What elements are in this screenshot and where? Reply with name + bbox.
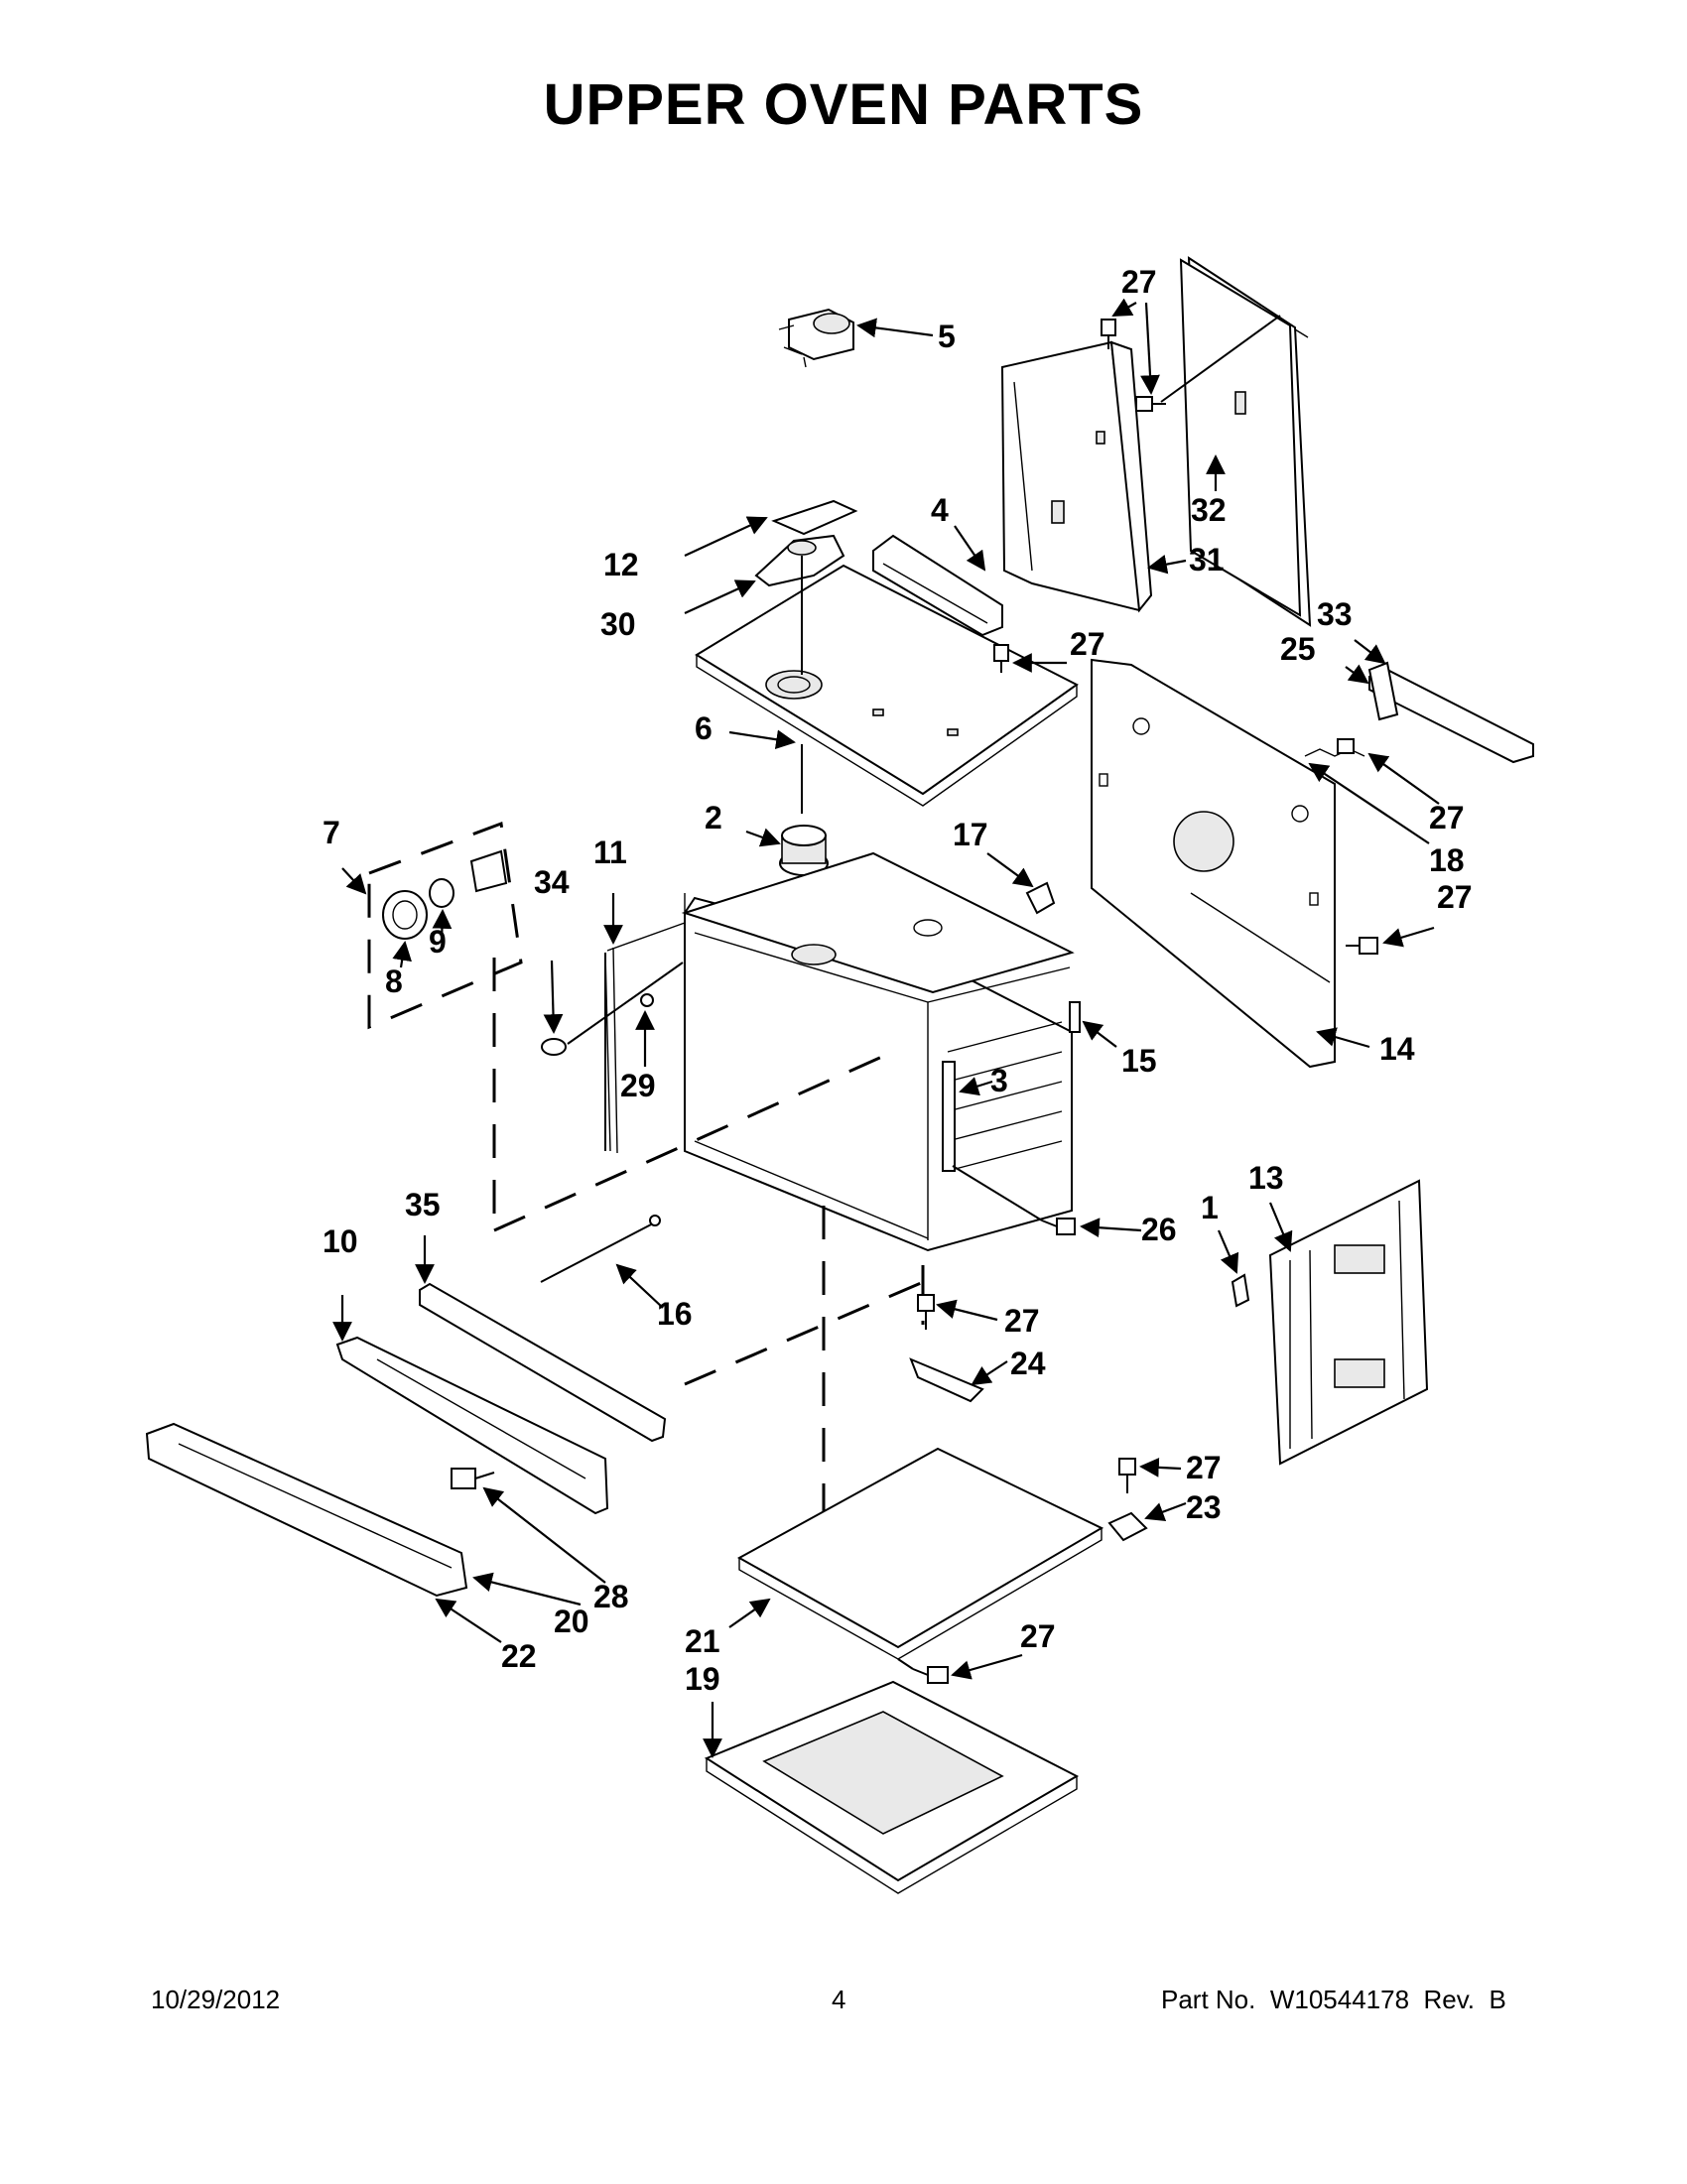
part-7-knob-assembly xyxy=(367,821,523,1030)
callout-18: 18 xyxy=(1429,842,1465,878)
callout-27e: 27 xyxy=(1004,1303,1040,1339)
part-34-plug xyxy=(541,1038,567,1056)
part-15-terminal xyxy=(1069,1001,1081,1033)
callout-27c: 27 xyxy=(1429,800,1465,835)
callout-25: 25 xyxy=(1280,631,1316,667)
callout-27f: 27 xyxy=(1186,1450,1222,1485)
callout-27g: 27 xyxy=(1020,1618,1056,1654)
callout-20: 20 xyxy=(554,1604,589,1639)
callout-7: 7 xyxy=(323,815,340,850)
callout-16: 16 xyxy=(657,1296,693,1332)
part-32-rear-panel xyxy=(1179,256,1312,627)
callout-6: 6 xyxy=(695,710,713,746)
callout-3: 3 xyxy=(990,1063,1008,1098)
part-18-spring xyxy=(1304,738,1365,757)
part-31-rear-panel xyxy=(1000,340,1153,613)
callout-32: 32 xyxy=(1191,492,1227,528)
callout-19: 19 xyxy=(685,1661,720,1697)
callout-11: 11 xyxy=(593,835,627,870)
callout-9: 9 xyxy=(429,924,447,960)
part-35-trim xyxy=(419,1282,667,1443)
part-24-bracket xyxy=(909,1294,984,1403)
part-14-side-panel xyxy=(1091,658,1336,1069)
callout-26: 26 xyxy=(1141,1212,1177,1247)
callout-29: 29 xyxy=(620,1068,656,1103)
part-22-bottom-trim xyxy=(145,1422,468,1598)
part-10-trim xyxy=(335,1336,609,1515)
callout-13: 13 xyxy=(1248,1160,1284,1196)
footer-date: 10/29/2012 xyxy=(151,1985,281,2014)
callout-23: 23 xyxy=(1186,1489,1222,1525)
callout-33: 33 xyxy=(1317,596,1353,632)
callout-4: 4 xyxy=(931,492,949,528)
callout-8: 8 xyxy=(385,964,403,999)
part-4-channel xyxy=(872,534,1003,637)
callout-34: 34 xyxy=(534,864,570,900)
callout-2: 2 xyxy=(705,800,722,835)
screw-27-top xyxy=(1101,319,1166,412)
part-6-top-panel xyxy=(695,564,1079,807)
part-25-33-bracket xyxy=(1367,661,1534,764)
callout-1: 1 xyxy=(1201,1190,1219,1225)
callout-15: 15 xyxy=(1121,1043,1157,1079)
callout-27a: 27 xyxy=(1121,264,1157,300)
callout-27b: 27 xyxy=(1070,626,1105,662)
callout-5: 5 xyxy=(938,319,956,354)
part-13-side-shield xyxy=(1268,1179,1429,1466)
screw-29 xyxy=(640,993,654,1007)
callout-21: 21 xyxy=(685,1623,720,1659)
part-5-switch xyxy=(778,308,854,368)
callout-17: 17 xyxy=(953,817,988,852)
screw-26 xyxy=(1041,1218,1076,1235)
footer-page-number: 4 xyxy=(832,1985,846,2014)
screw-27-side xyxy=(1346,937,1378,955)
callout-30: 30 xyxy=(600,606,636,642)
callout-12: 12 xyxy=(603,547,639,582)
part-12-cover xyxy=(771,499,858,536)
callout-22: 22 xyxy=(501,1638,537,1674)
callout-14: 14 xyxy=(1379,1031,1415,1067)
callout-10: 10 xyxy=(323,1223,358,1259)
part-2-fan xyxy=(779,825,829,876)
part-30-bracket xyxy=(754,534,845,587)
part-1-clip xyxy=(1231,1273,1250,1308)
callout-28: 28 xyxy=(593,1579,629,1614)
callout-24: 24 xyxy=(1010,1346,1046,1381)
part-3-side-bracket xyxy=(942,1061,956,1172)
screw-28 xyxy=(451,1468,495,1489)
screw-27-top-panel xyxy=(993,644,1009,673)
page-title: UPPER OVEN PARTS xyxy=(543,72,1144,137)
callout-35: 35 xyxy=(405,1187,441,1222)
footer-part-number: Part No. W10544178 Rev. B xyxy=(1161,1985,1506,2014)
part-23-bracket xyxy=(1107,1458,1148,1542)
part-17-clip xyxy=(1025,881,1056,915)
callout-31: 31 xyxy=(1189,542,1225,578)
screw-27-bottom xyxy=(912,1666,949,1684)
callout-27d: 27 xyxy=(1437,879,1473,915)
part-16-sensor xyxy=(540,1215,661,1283)
part-19-oven-bottom xyxy=(704,1680,1080,1894)
oven-cavity xyxy=(681,851,1075,1252)
